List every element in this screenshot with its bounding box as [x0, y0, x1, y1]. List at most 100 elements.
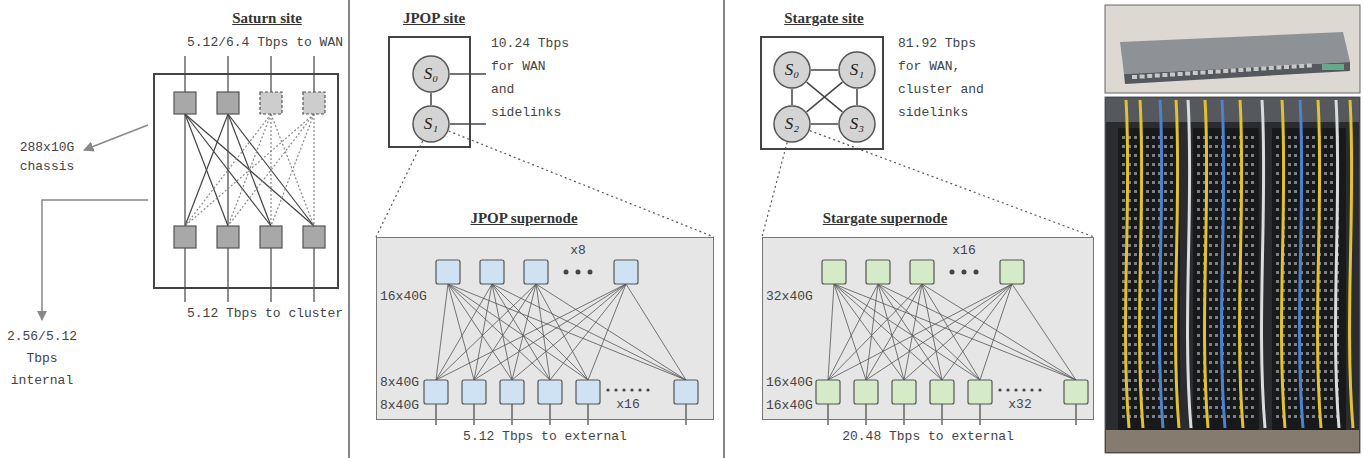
- rack-port: [1134, 271, 1137, 274]
- fabric-link: [828, 284, 834, 380]
- fabric-link: [512, 284, 626, 380]
- chassis-link: [185, 114, 271, 226]
- cluster-link: [184, 248, 185, 302]
- rack-port: [1288, 397, 1291, 400]
- rack-port: [1276, 244, 1279, 247]
- rack-port: [1122, 154, 1125, 157]
- rack-port: [1227, 361, 1230, 364]
- rack-port: [1294, 370, 1297, 373]
- rack-port: [1294, 253, 1297, 256]
- leader-arrow: [84, 125, 148, 150]
- zoom-line: [762, 142, 787, 237]
- rack-port: [1146, 172, 1149, 175]
- rack-port: [1122, 163, 1125, 166]
- rack-port: [1164, 280, 1167, 283]
- rack-port: [1312, 397, 1315, 400]
- cluster-link: [313, 248, 314, 302]
- rack-port: [1227, 163, 1230, 166]
- rack-port: [1294, 379, 1297, 382]
- rack-port: [1233, 397, 1236, 400]
- rack-port: [1330, 397, 1333, 400]
- rack-port: [1330, 253, 1333, 256]
- rack-port: [1209, 334, 1212, 337]
- rack-port: [1312, 154, 1315, 157]
- rack-port: [1330, 307, 1333, 310]
- rack-port: [1276, 334, 1279, 337]
- rack-port: [1330, 325, 1333, 328]
- rack-port: [1209, 397, 1212, 400]
- switch-port: [1231, 69, 1236, 73]
- port-count: 8x40G: [380, 398, 430, 413]
- rack-port: [1245, 280, 1248, 283]
- chassis-switch: [217, 92, 239, 114]
- rack-port: [1152, 397, 1155, 400]
- chassis-switch: [174, 92, 196, 114]
- rack-port: [1152, 181, 1155, 184]
- rack-port: [1128, 316, 1131, 319]
- rack-port: [1170, 136, 1173, 139]
- rack-port: [1245, 406, 1248, 409]
- rack-port: [1251, 370, 1254, 373]
- rack-port: [1233, 415, 1236, 418]
- rack-port: [1294, 334, 1297, 337]
- rack-port: [1128, 244, 1131, 247]
- callout-text: 2.56/5.12 Tbps internal: [2, 326, 82, 392]
- rack-port: [1152, 262, 1155, 265]
- rack-port: [1134, 145, 1137, 148]
- rack-port: [1330, 208, 1333, 211]
- rack-port: [1330, 235, 1333, 238]
- ellipsis-dot: [962, 270, 967, 275]
- fabric-link: [904, 284, 1012, 380]
- ellipsis-dot: [1006, 388, 1009, 391]
- fabric-link: [536, 284, 588, 380]
- rack-port: [1245, 172, 1248, 175]
- rack-port: [1197, 154, 1200, 157]
- rack-port: [1294, 190, 1297, 193]
- rack-port: [1245, 208, 1248, 211]
- rack-port: [1227, 217, 1230, 220]
- switch-link: [811, 69, 838, 71]
- rack-port: [1164, 199, 1167, 202]
- rack-port: [1209, 244, 1212, 247]
- rack-port: [1330, 280, 1333, 283]
- switch-port: [1193, 71, 1198, 75]
- switch-port: [1223, 69, 1228, 73]
- section-heading: Stargate site: [784, 10, 864, 27]
- switch-port: [1200, 71, 1205, 75]
- rack-port: [1306, 262, 1309, 265]
- rack-port: [1276, 397, 1279, 400]
- rack-port: [1215, 316, 1218, 319]
- rack-port: [1233, 370, 1236, 373]
- rack-port: [1288, 298, 1291, 301]
- circle-shape: [413, 106, 449, 142]
- cable: [1126, 100, 1129, 428]
- rack-port: [1146, 262, 1149, 265]
- switch-link: [856, 89, 858, 105]
- rack-port: [1122, 271, 1125, 274]
- rack-port: [1227, 397, 1230, 400]
- external-link: [903, 404, 904, 425]
- rack-port: [1294, 280, 1297, 283]
- rack-port: [1122, 190, 1125, 193]
- rack-port: [1227, 244, 1230, 247]
- chassis-link: [271, 114, 314, 226]
- rack-port: [1164, 235, 1167, 238]
- section-heading: Saturn site: [232, 10, 302, 27]
- switch-name: S₃: [850, 114, 864, 134]
- rack-port: [1164, 154, 1167, 157]
- rack-port: [1251, 253, 1254, 256]
- rack-port: [1324, 370, 1327, 373]
- rack-port: [1134, 289, 1137, 292]
- rack-port: [1233, 379, 1236, 382]
- rack-port: [1197, 361, 1200, 364]
- rack-port: [1276, 388, 1279, 391]
- rack-port: [1251, 217, 1254, 220]
- rack-port: [1209, 172, 1212, 175]
- external-link: [827, 404, 828, 425]
- ellipsis-dot: [1030, 388, 1033, 391]
- rack-port: [1152, 136, 1155, 139]
- rack-port: [1245, 361, 1248, 364]
- leaf-switch: [1064, 380, 1088, 404]
- fabric-link: [448, 284, 550, 380]
- fabric-link: [828, 284, 922, 380]
